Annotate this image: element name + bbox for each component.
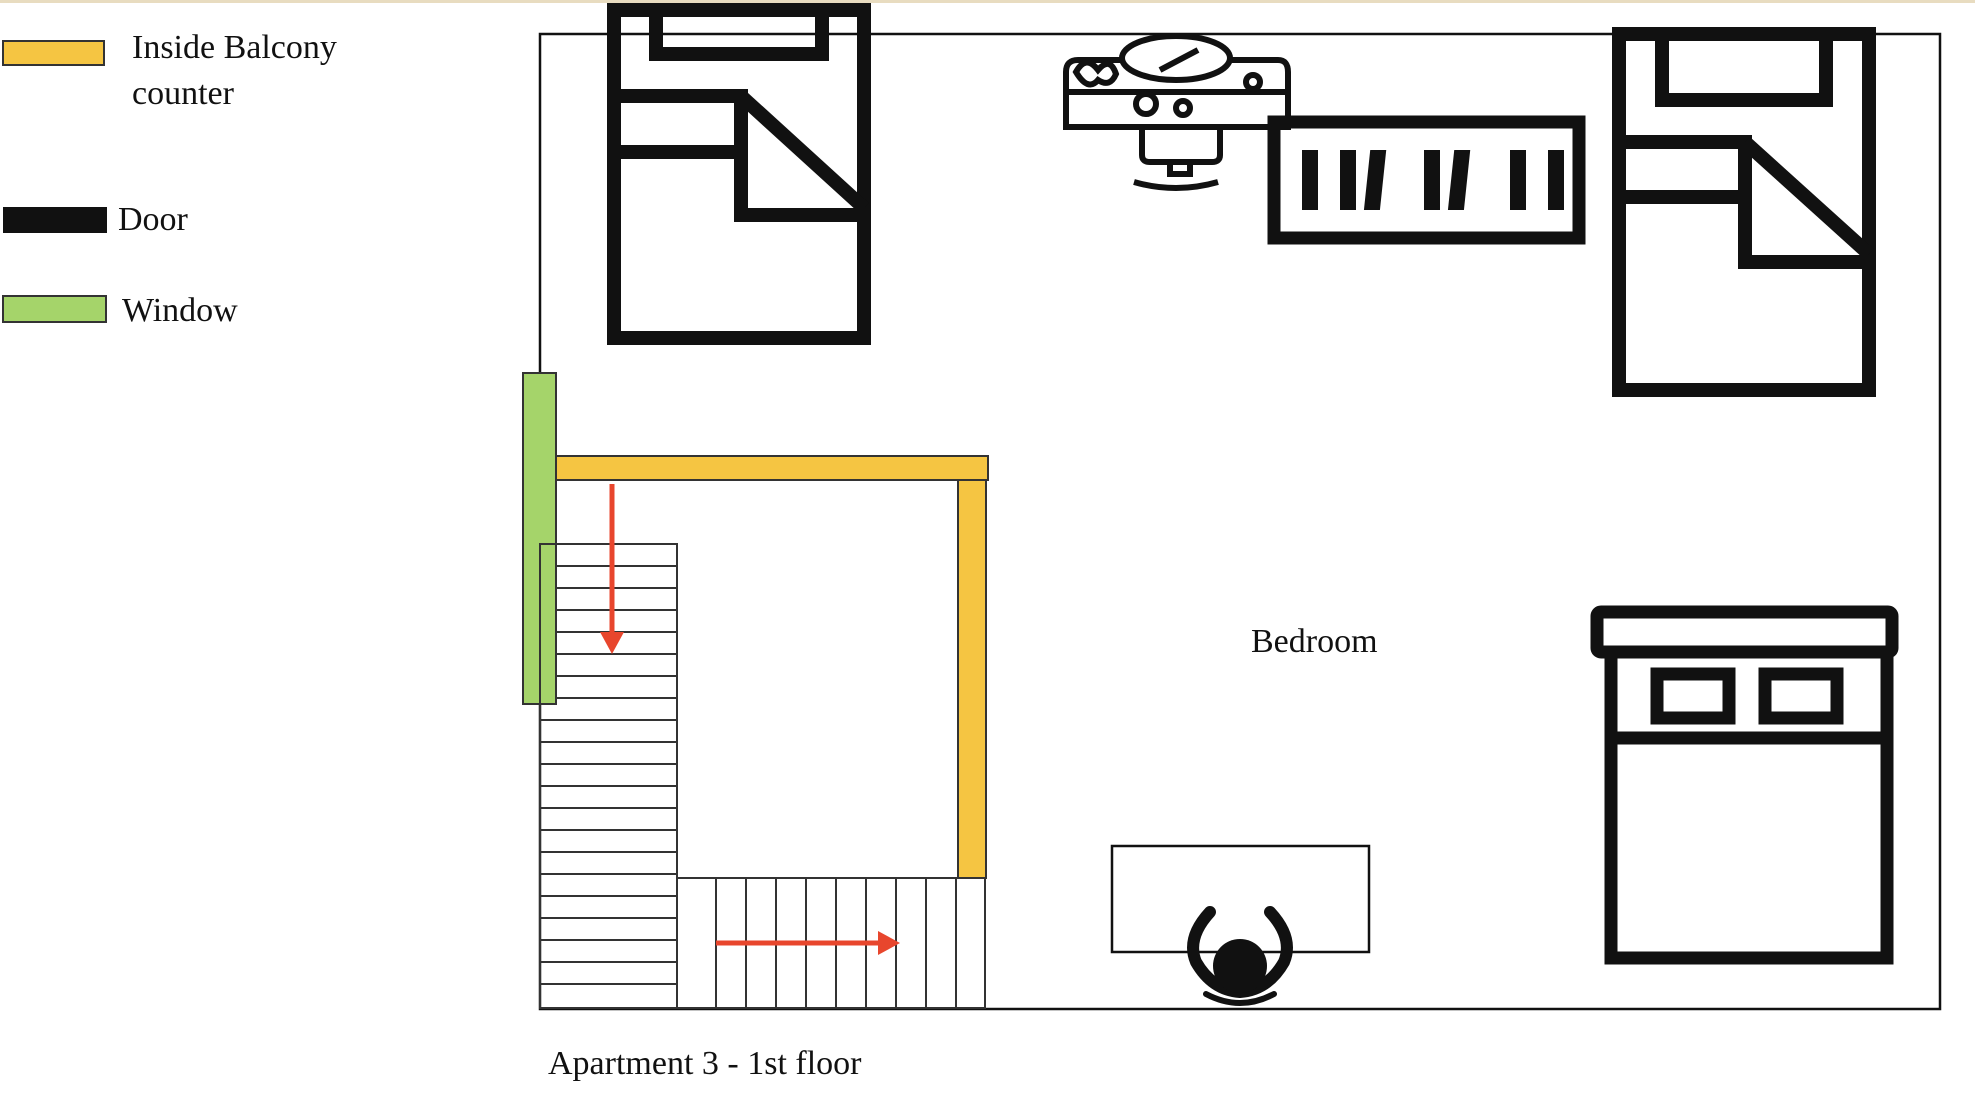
legend-door-label: Door [118, 201, 189, 238]
legend-window-swatch [2, 295, 107, 323]
legend-balcony-swatch [2, 40, 105, 66]
stair-arrow-down [600, 484, 624, 654]
dresser [1267, 115, 1586, 245]
legend-balcony-label-line1: Inside Balcony [132, 29, 337, 66]
single-bed-right [1612, 27, 1876, 397]
top-border [0, 0, 1975, 3]
single-bed-left [607, 3, 871, 345]
legend-balcony-label-line2: counter [132, 75, 235, 112]
room-label-bedroom: Bedroom [1251, 623, 1378, 660]
stair-arrow-right [716, 931, 900, 955]
legend: Inside Balcony counter Door Window [2, 29, 337, 329]
staircase-vertical [539, 543, 678, 1009]
plan-caption: Apartment 3 - 1st floor [548, 1045, 862, 1082]
balcony-counter-vertical [957, 479, 987, 879]
desk-with-chair [1110, 844, 1371, 1006]
legend-window-label: Window [122, 292, 238, 329]
vanity-table [1063, 33, 1291, 191]
balcony-counter-horizontal [555, 455, 989, 481]
legend-door-swatch [3, 207, 107, 233]
double-bed [1590, 605, 1899, 965]
